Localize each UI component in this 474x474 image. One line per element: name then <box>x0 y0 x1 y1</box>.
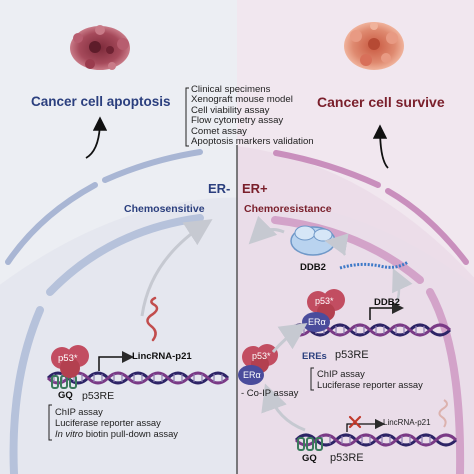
left-assay-list: ChIP assay Luciferase reporter assay In … <box>55 406 178 439</box>
methods-bracket <box>185 87 189 147</box>
ddb2-mrna <box>339 260 409 270</box>
surviving-tumor-image <box>344 22 404 70</box>
p53re-label-lower: p53RE <box>330 452 364 464</box>
method-item: Flow cytometry assay <box>191 115 284 127</box>
arrow-to-survival <box>372 124 389 169</box>
method-item: Clinical specimens <box>191 84 271 95</box>
er-positive-label: ER+ <box>242 181 268 196</box>
methods-list: Clinical specimens Xenograft mouse model… <box>191 84 314 148</box>
lincrna-label-right: LincRNA-p21 <box>383 418 431 427</box>
cell-interior-right <box>237 146 474 474</box>
chemosensitive-label: Chemosensitive <box>124 203 205 215</box>
right-assay-bracket <box>310 367 314 391</box>
assay-item: ChIP assay <box>317 368 365 379</box>
blocked-x-icon <box>348 415 362 429</box>
p53-label-upper: p53* <box>315 296 334 306</box>
assay-item: Luciferase reporter assay <box>55 417 161 428</box>
assay-item: In vitro biotin pull-down assay <box>55 428 178 439</box>
cell-membrane <box>5 149 469 265</box>
lincrna-transcript-left <box>146 296 159 342</box>
chemoresistance-label: Chemoresistance <box>244 203 332 215</box>
p53-era-complex-upper <box>302 289 345 332</box>
complex-release-arrow <box>261 383 306 432</box>
p53-era-complex-free <box>238 344 278 385</box>
left-gray-arrow <box>140 219 213 317</box>
assay-prefix: In vitro <box>55 428 84 439</box>
assay-text: biotin pull-down assay <box>85 428 178 439</box>
era-label-free: ERα <box>243 370 261 380</box>
er-negative-label: ER- <box>208 181 231 196</box>
outcome-left-title: Cancer cell apoptosis <box>31 94 171 109</box>
ddb2-protein-label: DDB2 <box>300 262 326 273</box>
p53re-label-upper: p53RE <box>335 349 369 361</box>
p53-protein-left <box>51 345 89 378</box>
arrow-to-apoptosis <box>85 116 108 159</box>
gq-label-left: GQ <box>58 390 73 401</box>
complex-binding-arrow <box>271 323 308 353</box>
translation-arrow <box>324 233 349 256</box>
p53re-label-left: p53RE <box>82 390 115 402</box>
method-item: Apoptosis markers validation <box>191 136 314 148</box>
eres-label: EREs <box>302 351 327 362</box>
method-item: Xenograft mouse model <box>191 94 293 106</box>
p53-label-left: p53* <box>58 353 78 364</box>
p53-label-free: p53* <box>252 351 271 361</box>
apoptotic-tumor-image <box>70 25 130 70</box>
ddb2-effect-arrow <box>248 215 285 245</box>
transcription-arrow-upper <box>369 302 404 320</box>
gq-label-right: GQ <box>302 453 317 464</box>
assay-item: Luciferase reporter assay <box>317 379 423 390</box>
ddb2-protein <box>290 225 336 256</box>
coip-label: - Co-IP assay <box>241 388 299 399</box>
transcription-arrow-lower <box>346 418 386 432</box>
g-quadruplex-right <box>297 437 323 451</box>
assay-item: ChIP assay <box>55 406 103 417</box>
left-assay-bracket <box>48 404 52 441</box>
lincrna-label-left: LincRNA-p21 <box>132 351 192 362</box>
right-assay-list: ChIP assay Luciferase reporter assay <box>317 368 423 390</box>
method-item: Comet assay <box>191 125 247 137</box>
outcome-right-title: Cancer cell survive <box>317 94 445 110</box>
era-label-upper: ERα <box>308 317 326 327</box>
method-item: Cell viability assay <box>191 104 270 116</box>
lincrna-transcript-right <box>438 399 448 428</box>
ddb2-gene-label: DDB2 <box>374 297 400 308</box>
transcription-arrow-left <box>98 351 134 371</box>
